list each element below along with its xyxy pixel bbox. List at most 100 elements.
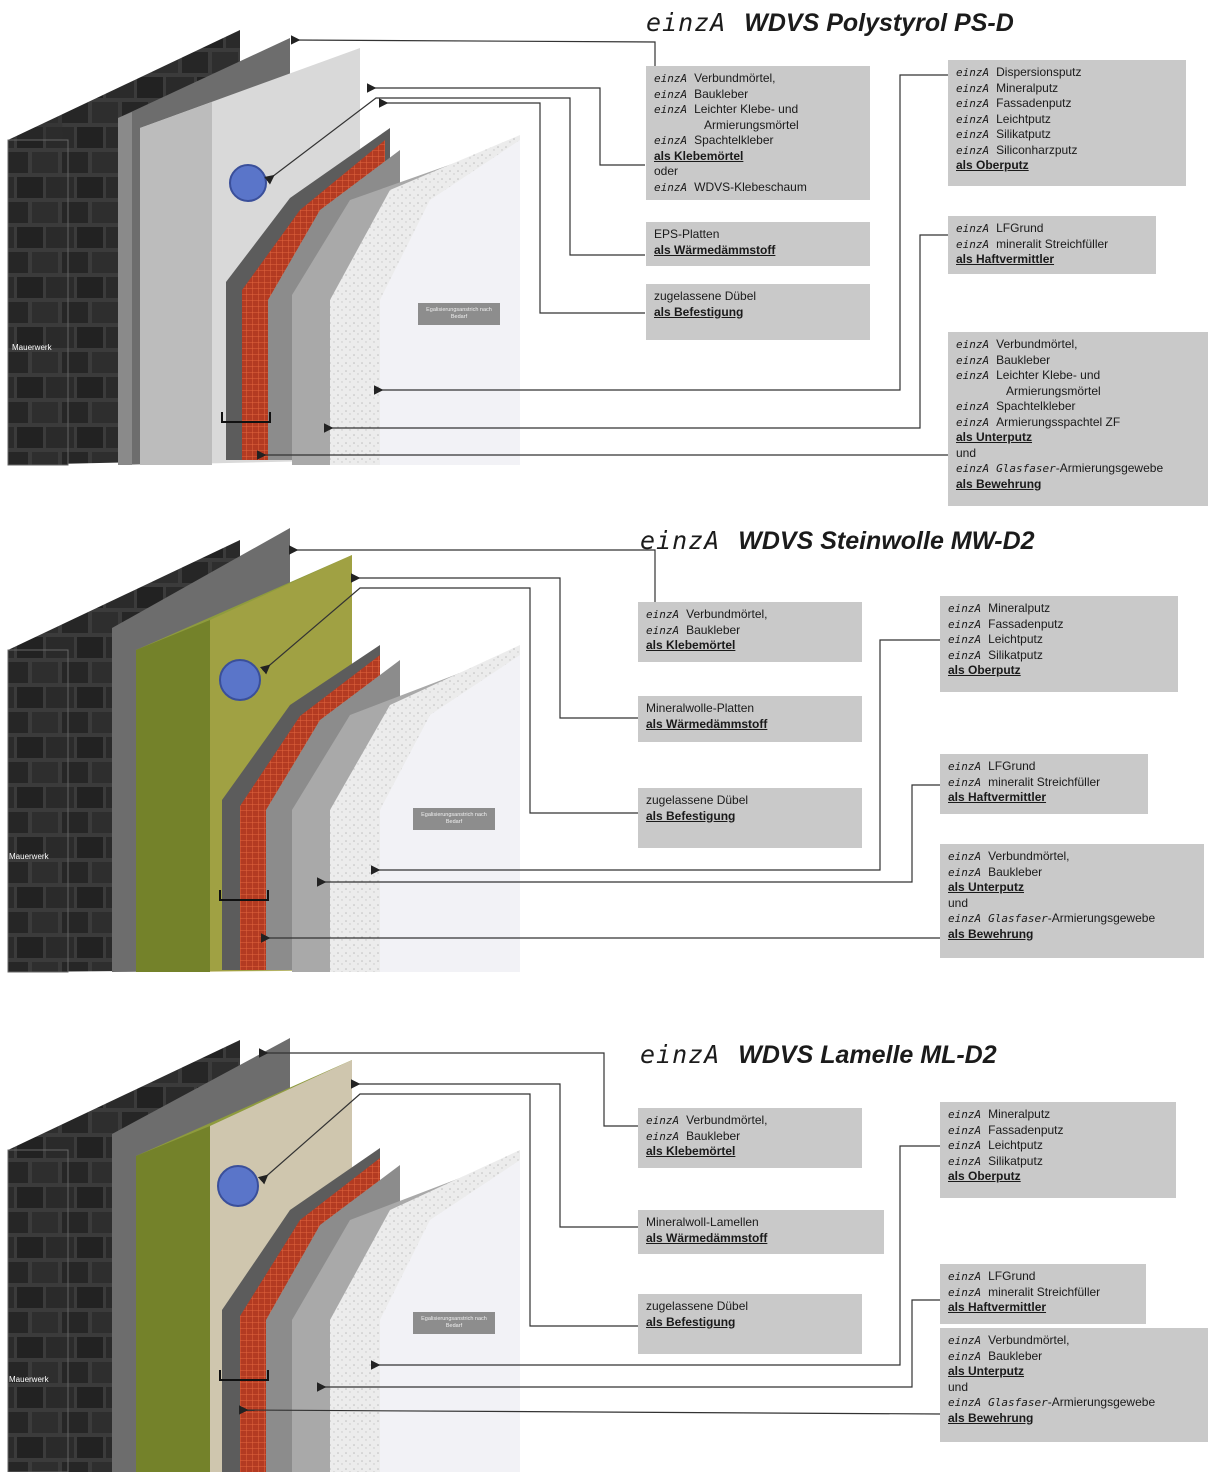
box-line-text: Leichter Klebe- und — [996, 368, 1101, 382]
box-line-text: Verbundmörtel, — [686, 1113, 768, 1127]
box-line-text: Verbundmörtel, — [996, 337, 1078, 351]
box-line-text: Armierungsspachtel ZF — [996, 414, 1121, 429]
brand-prefix: einzA — [646, 1114, 680, 1127]
brand-prefix: einzA — [948, 1154, 982, 1168]
box-role-label: als Bewehrung — [956, 477, 1200, 493]
box-role-label: als Wärmedämmstoff — [654, 243, 862, 259]
box-line: einzA Leichtputz — [948, 1138, 1168, 1154]
box-line-text: zugelassene Dübel — [646, 793, 749, 807]
box-line-text: Baukleber — [996, 352, 1051, 367]
brand-prefix: einzA — [948, 602, 982, 615]
box-line-text: Baukleber — [988, 1348, 1043, 1363]
box-line-text: Baukleber — [988, 864, 1043, 879]
box-role-label: als Klebemörtel — [646, 1144, 854, 1160]
box-line-text: Verbundmörtel, — [988, 849, 1070, 863]
box-line: oder — [654, 164, 862, 180]
render-label: Egalisierungsanstrich nach Bedarf — [413, 808, 495, 830]
system-title-text: WDVS Lamelle ML-D2 — [738, 1041, 997, 1069]
box-line-text: WDVS-Klebeschaum — [694, 179, 807, 194]
brand-prefix: einzA — [948, 1108, 982, 1121]
brand-prefix: einzA — [646, 623, 680, 637]
box-line: einzA Leichter Klebe- und — [956, 368, 1200, 384]
box-role-label: als Haftvermittler — [956, 252, 1148, 268]
box-line: einzA Verbundmörtel, — [646, 1113, 854, 1129]
brand-prefix: einzA — [654, 134, 688, 147]
brand-prefix: einzA — [948, 1270, 982, 1283]
box-line: Mineralwolle-Platten — [646, 701, 854, 717]
box-line-text: als Klebemörtel — [646, 1144, 736, 1158]
box-line: und — [948, 896, 1196, 912]
brand-prefix: einzA — [654, 180, 688, 194]
brand-prefix: einzA — [956, 415, 990, 429]
box-line-text: Armierungsmörtel — [704, 117, 799, 132]
brand-prefix: einzA — [948, 1334, 982, 1347]
box-role-label: als Wärmedämmstoff — [646, 1231, 876, 1247]
box-line-text: Leichtputz — [988, 1138, 1043, 1152]
wall-label: Mauerwerk — [12, 343, 52, 352]
box-line-text: -Armierungsgewebe — [1047, 911, 1156, 925]
brand-prefix: einzA — [948, 1139, 982, 1152]
brand-prefix: einzA — [956, 338, 990, 351]
brand-prefix: einzA — [956, 462, 990, 475]
brand-prefix: einzA — [948, 760, 982, 773]
box-line: Armierungsmörtel — [956, 384, 1200, 400]
render-label: Egalisierungsanstrich nach Bedarf — [418, 303, 500, 325]
box-line: EPS-Platten — [654, 227, 862, 243]
box-line-text: oder — [654, 164, 679, 178]
box-line-text: Mineralwoll-Lamellen — [646, 1215, 759, 1229]
box-role-label: als Oberputz — [956, 158, 1178, 174]
system-title: einzA WDVS Lamelle ML-D2 — [640, 1040, 997, 1070]
box-line: Mineralwoll-Lamellen — [646, 1215, 876, 1231]
box-role-label: als Unterputz — [948, 880, 1196, 896]
brand-name: einzA — [640, 526, 721, 555]
box-line-text: als Unterputz — [956, 430, 1033, 444]
brand-prefix: einzA — [956, 81, 990, 95]
box-line-text: Fassadenputz — [988, 616, 1064, 631]
box-line-text: Baukleber — [686, 1128, 741, 1143]
brand-prefix: einzA — [654, 87, 688, 101]
box-line-text: als Befestigung — [654, 304, 744, 319]
brand-prefix: einzA — [956, 369, 990, 382]
brand-prefix: einzA — [948, 648, 982, 662]
brand-prefix: einzA — [956, 112, 990, 126]
glasfaser-label: Glasfaser — [988, 1396, 1048, 1409]
brand-name: einzA — [640, 1040, 721, 1069]
box-line: einzA Baukleber — [646, 623, 854, 639]
brand-prefix: einzA — [956, 97, 990, 110]
box-line-text: Baukleber — [686, 622, 741, 637]
box-role-label: als Befestigung — [646, 1315, 854, 1331]
box-line: zugelassene Dübel — [646, 793, 854, 809]
box-line-text: Siliconharzputz — [996, 142, 1078, 157]
box-role-label: als Bewehrung — [948, 1411, 1200, 1427]
box-line-text: und — [948, 1379, 969, 1394]
box-line: einzA Verbundmörtel, — [956, 337, 1200, 353]
box-line-text: -Armierungsgewebe — [1047, 1395, 1156, 1409]
box-line-text: Fassadenputz — [988, 1122, 1064, 1137]
brand-prefix: einzA — [948, 850, 982, 863]
box-line-text: Mineralwolle-Platten — [646, 701, 755, 715]
box-role-label: als Bewehrung — [948, 927, 1196, 943]
brand-prefix: einzA — [956, 66, 990, 79]
